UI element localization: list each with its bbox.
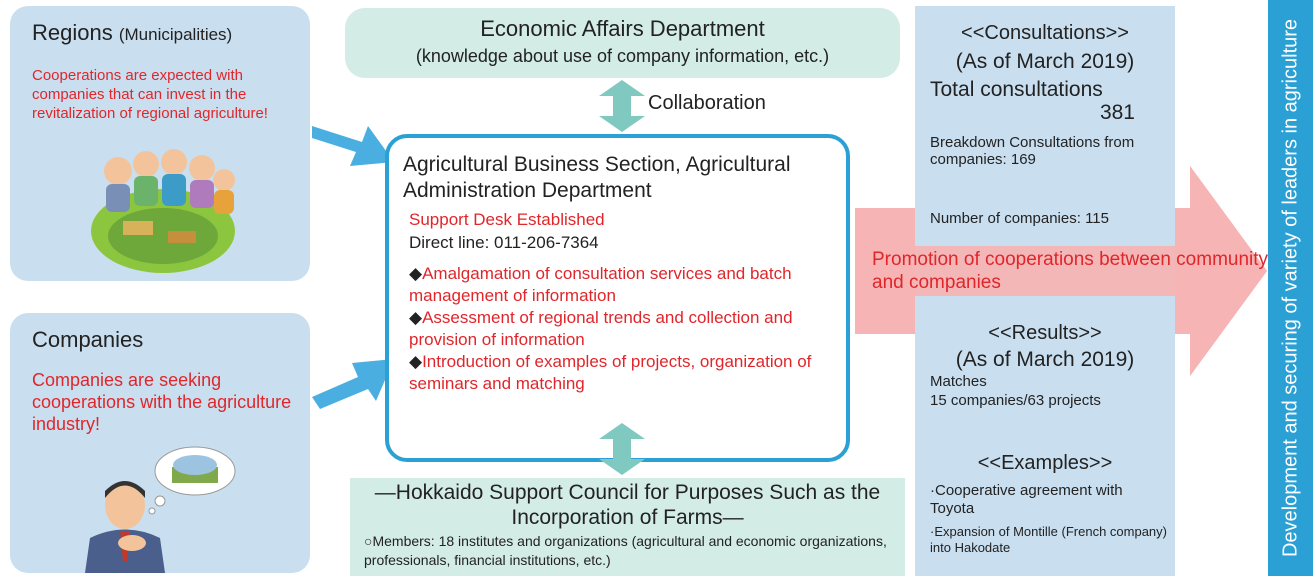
direct-line: Direct line: 011-206-7364 (409, 233, 599, 252)
council-arrow (599, 423, 645, 475)
economic-affairs-title: Economic Affairs Department (480, 16, 765, 41)
regions-description: Cooperations are expected with companies… (32, 67, 268, 122)
regions-arrow (312, 126, 394, 166)
consultations-heading: <<Consultations>> (961, 22, 1129, 44)
promotion-text: Promotion of cooperations between commun… (872, 249, 1269, 293)
promotion-arrow-overlay (855, 166, 1267, 376)
regions-subtitle: (Municipalities) (118, 25, 233, 44)
collaboration-label: Collaboration (648, 92, 766, 114)
list-item: ◆Amalgamation of consultation services a… (409, 264, 792, 305)
diamond-icon: ◆ (409, 264, 423, 283)
examples-heading: <<Examples>> (977, 452, 1113, 474)
farm-landscape-illustration (91, 149, 235, 273)
businessman-thinking-illustration (85, 446, 236, 573)
economic-affairs-box: Economic Affairs Department (knowledge a… (345, 8, 900, 78)
collaboration-arrow (599, 80, 645, 132)
total-consultations-value: 381 (1099, 101, 1135, 124)
diamond-icon: ◆ (409, 352, 423, 371)
vertical-goal-bar: Development and securing of variety of l… (1268, 0, 1313, 576)
list-item: ◆Assessment of regional trends and colle… (409, 308, 793, 349)
support-desk-label: Support Desk Established (409, 210, 605, 229)
list-item: ◆Introduction of examples of projects, o… (409, 352, 812, 393)
number-of-companies: Number of companies: 115 (930, 210, 1109, 227)
council-members: ○Members: 18 institutes and organization… (364, 533, 887, 568)
results-date: (As of March 2019) (955, 348, 1135, 371)
regions-box: Regions (Municipalities) Cooperations ar… (10, 6, 310, 281)
consultations-breakdown: Breakdown Consultations from companies: … (930, 134, 1135, 168)
matches-label: Matches (930, 373, 987, 390)
total-consultations-label: Total consultations (930, 78, 1103, 101)
consultations-date: (As of March 2019) (955, 50, 1135, 73)
companies-title: Companies (32, 327, 144, 352)
companies-arrow (312, 359, 394, 409)
results-heading: <<Results>> (988, 322, 1102, 344)
service-list: ◆Amalgamation of consultation services a… (409, 263, 839, 395)
example-item: ·Expansion of Montille (French company) … (930, 524, 1167, 555)
central-title: Agricultural Business Section, Agricultu… (403, 153, 791, 202)
diamond-icon: ◆ (409, 308, 423, 327)
regions-title: Regions (32, 20, 113, 45)
council-title: —Hokkaido Support Council for Purposes S… (374, 481, 881, 529)
matches-value: 15 companies/63 projects (930, 392, 1101, 409)
economic-affairs-subtitle: (knowledge about use of company informat… (415, 46, 830, 66)
agricultural-business-section-box: Agricultural Business Section, Agricultu… (385, 134, 850, 462)
example-item: ·Cooperative agreement with Toyota (930, 482, 1123, 517)
vertical-goal-text: Development and securing of variety of l… (1279, 18, 1301, 558)
companies-box: Companies Companies are seeking cooperat… (10, 313, 310, 573)
companies-description: Companies are seeking cooperations with … (32, 370, 292, 434)
support-council-box: —Hokkaido Support Council for Purposes S… (350, 478, 905, 576)
